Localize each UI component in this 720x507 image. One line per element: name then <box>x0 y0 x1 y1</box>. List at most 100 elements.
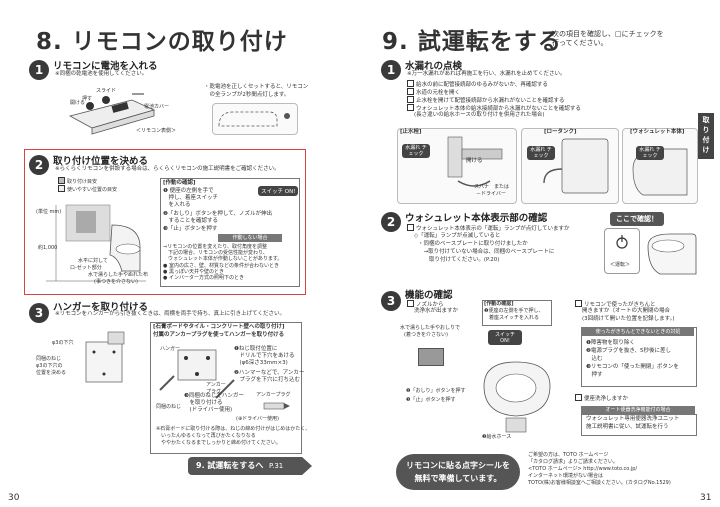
not-working-3: ウォシュレット本体が作動しないことがあります。 <box>163 256 283 262</box>
wet-hand-label: 水で濡らした手やぬれた布 <box>88 272 149 278</box>
intro-line-2: 行ってください。 <box>552 39 608 47</box>
troubleshoot-3: 込む <box>586 356 603 362</box>
r-operation-check-box <box>482 300 552 326</box>
step-3-title: ハンガーを取り付ける <box>53 302 149 313</box>
next-page-nav-label[interactable]: 9. 試運転をするへ P.31 <box>196 461 284 470</box>
press-oshiri: ❷「おしり」ボタンを押す <box>406 388 466 394</box>
stop-valve-label: [止水栓] <box>400 129 422 135</box>
not-working-6: ● インバーター方式の照明下のとき <box>163 275 244 281</box>
horizontal-label: 水平に対して <box>78 258 108 264</box>
footer-line-4: インターネット環境がない場合は <box>528 473 604 479</box>
step-1-tip-2: の全ランプが2秒間点灯します。 <box>204 92 290 98</box>
r-step-3-number: 3 <box>381 291 401 311</box>
display-check[interactable]: ウォシュレット本体表示の「運転」ランプが点灯していますか <box>407 224 570 234</box>
r-op-title: [作動の確認] <box>484 301 514 307</box>
r-op-1: ❶便座の左側を手で押し、 <box>484 308 544 314</box>
anchor-plug-label: アンカープラグ <box>256 392 291 398</box>
display-sub-4: 取り付けてください。(P.20) <box>418 257 500 263</box>
unit-label: (単位 mm) <box>36 209 62 215</box>
low-tank-panel <box>521 128 619 204</box>
r-switch-on-badge: スイッチ ON! <box>488 330 522 345</box>
screwdriver-label: (⊕ドライバー使用) <box>236 416 279 422</box>
auto-flush-1: ウォシュレット専用便器洗浄ユニット <box>586 416 680 422</box>
status-lamp-panel <box>604 228 640 274</box>
remote-lamp-illustration <box>212 103 298 135</box>
remote-lid-check[interactable]: リモコンで使ったがきちんと <box>575 300 656 310</box>
leak-check-2[interactable]: 水道の元栓を開く <box>407 88 460 98</box>
anchor-step-7: を取り付ける <box>184 400 223 406</box>
screw-label: 同梱のねじ <box>36 356 62 362</box>
footer-line-5: TOTO(株)お客様相談室へご相談ください。(カタログNo.1529) <box>528 480 671 486</box>
leak-check-1[interactable]: 給水の前に配管接続部のゆるみがないか、再確認する <box>407 80 548 90</box>
step-2-note: ※らくらくリモコンを併設する場合は、らくらくリモコンの施工説明書をご確認ください… <box>55 166 280 172</box>
height-label: 約1,000 <box>38 245 58 251</box>
not-working-heading: 作動しない場合 <box>218 234 282 242</box>
auto-flush-2: 施工説明書に従い、試運転を行う <box>586 424 669 430</box>
hanger-label: ハンガー <box>160 346 181 352</box>
label-remote-front: ＜リモコン表側＞ <box>136 128 177 134</box>
op-check-5: することを確認する <box>163 218 219 224</box>
op-check-1: ❶ 便座の左側を手で <box>163 188 214 194</box>
step-1-tip-1: ・乾電池を正しくセットすると、リモコン <box>204 84 309 90</box>
legend-easy-position: 使いやすい位置の目安 <box>58 185 117 194</box>
anchor-label: アンカー <box>206 382 226 388</box>
step-1-title: リモコンに電池を入れる <box>53 61 158 72</box>
auto-flush-box <box>581 414 697 436</box>
step-3-number: 3 <box>29 303 49 323</box>
troubleshoot-5: 押す <box>586 372 603 378</box>
op-check-6: ❸「止」ボタンを押す <box>163 226 218 232</box>
right-page-title: 9. 試運転をする <box>382 29 562 55</box>
remote-lid-2: 開きますか（オートの大開閉の場合 <box>582 308 671 314</box>
gypsum-box-title-2: 付属のアンカープラグを使ってハンガーを取り付ける <box>153 332 285 338</box>
troubleshoot-4: ❸リモコンの「使った開閉」ボタンを <box>586 364 679 370</box>
seat-wash-check[interactable]: 便座洗浄しますか <box>575 394 628 404</box>
washlet-toilet-illustration <box>642 224 700 280</box>
anchor-step-3: (φ6深さ33mm×3) <box>234 360 288 366</box>
pilot-hole-pos-2: 位置を決める <box>36 370 67 376</box>
label-slide: スライド <box>96 88 117 94</box>
op-check-4: ❷「おしり」ボタンを押して、ノズルが伸出 <box>163 211 272 217</box>
leak-check-note: (長さ違いの給水ホースの取り付けを併用された場合) <box>414 112 545 118</box>
check-here-callout: ここで確認！ <box>610 212 664 226</box>
switch-on-badge: スイッチ ON! <box>258 186 299 196</box>
washlet-body-panel <box>622 128 698 204</box>
r-step-1-number: 1 <box>381 60 401 80</box>
rosette-label: ロ-ゼット部分 <box>70 265 102 271</box>
run-lamp-label: ＜運転＞ <box>610 262 631 268</box>
step-3-note: ※リモコンをハンガーから引き抜くときは、両横を両手で持ち、真上に引き上げてくださ… <box>55 311 285 317</box>
toilet-position-illustration <box>36 195 156 287</box>
seat-operation-illustration <box>470 328 562 434</box>
op-check-3: を入れる <box>163 202 191 208</box>
stop-valve-panel <box>397 128 517 204</box>
nozzle-check[interactable]: ノズルから <box>407 300 444 310</box>
troubleshoot-box <box>581 327 697 387</box>
section-side-tab[interactable]: 取り付け <box>698 113 714 159</box>
nozzle-check-2: 洗浄水が出ますか <box>414 308 459 314</box>
leak-check-4[interactable]: ウォシュレット本体の給水接続部から水漏れがないことを確認する <box>407 104 581 114</box>
r-step-2-title: ウォシュレット本体表示部の確認 <box>405 213 548 224</box>
anchor-step-5: プラグを下穴に打ち込む <box>234 377 301 383</box>
footer-line-3[interactable]: <TOTO ホームページ> http://www.toto.co.jp/ <box>528 466 638 472</box>
press-stop: ❸「止」ボタンを押す <box>406 397 456 403</box>
leak-check-3[interactable]: 止水栓を開けて配管接続部から水漏れがないことを確認する <box>407 96 565 106</box>
intro-line-1: 次の項目を確認し、□にチェックを <box>552 30 664 38</box>
no-cloth-label: (事つきを介さない) <box>94 279 138 285</box>
leak-check-tag-3: 水漏れ チェック <box>636 146 664 160</box>
display-sub-2: ・同梱のベースプレートに取り付けましたか <box>418 241 528 247</box>
no-cloth-label-r: (着つきを介さない) <box>404 332 448 338</box>
operation-check-box <box>160 178 300 287</box>
troubleshoot-2: ❷電源プラグを抜き、5秒後に差し <box>586 348 672 354</box>
troubleshoot-heading: 使ったがきちんとできないときの対処 <box>582 328 694 336</box>
low-tank-label: [ロータンク] <box>544 129 577 135</box>
operation-check-title: [作動の確認] <box>163 180 196 186</box>
label-press: 押す <box>82 96 93 102</box>
step-2-number: 2 <box>29 155 49 175</box>
not-working-2: 下記の場合、リモコンの受信性能が変わり、 <box>163 250 268 256</box>
remote-on-wall <box>418 348 444 366</box>
braille-sticker-banner: リモコンに貼る点字シールを無料で準備しています。 <box>396 454 520 490</box>
anchor-plug-illustration <box>154 346 244 420</box>
anchor-step-2: ドリルで下穴をあける <box>234 353 295 359</box>
spanner-label: スパナ または <box>474 184 510 190</box>
next-page-nav-bar[interactable] <box>188 457 312 475</box>
gypsum-warn-1: ※石膏ボードに取り付ける際は、ねじの締め付けがはじめはかたく、 <box>156 426 311 432</box>
